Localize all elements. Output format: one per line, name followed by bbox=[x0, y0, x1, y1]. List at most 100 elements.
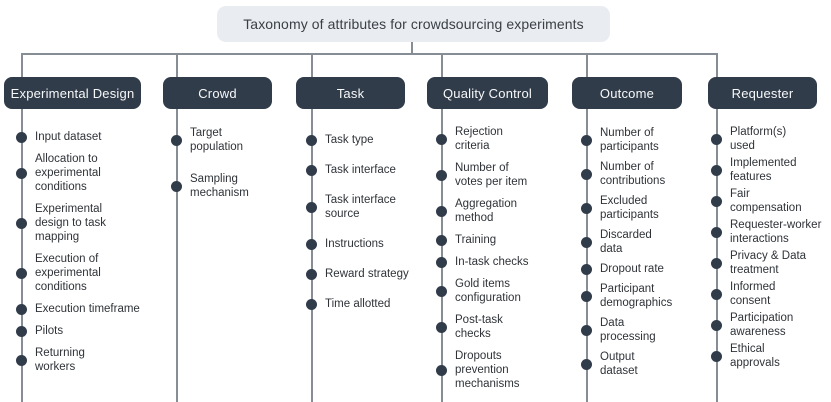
item-label: Informed consent bbox=[730, 281, 776, 307]
taxonomy-item: Dropouts prevention mechanisms bbox=[436, 349, 529, 391]
taxonomy-item: Output dataset bbox=[581, 350, 672, 378]
taxonomy-item: Dropout rate bbox=[581, 262, 672, 276]
item-list-requester: Platform(s) used Implemented features Fa… bbox=[711, 125, 821, 370]
bullet-icon bbox=[581, 168, 592, 180]
item-label: Sampling mechanism bbox=[190, 173, 249, 199]
taxonomy-item: Task type bbox=[306, 133, 409, 147]
bullet-icon bbox=[16, 167, 27, 179]
bullet-icon bbox=[16, 303, 27, 315]
taxonomy-item: Participant demographics bbox=[581, 282, 672, 310]
bullet-icon bbox=[16, 325, 27, 337]
column-header-task: Task bbox=[296, 77, 405, 109]
rail-crowd bbox=[176, 53, 178, 402]
bullet-icon bbox=[436, 256, 447, 268]
taxonomy-item: Data processing bbox=[581, 316, 672, 344]
bullet-icon bbox=[171, 180, 182, 192]
item-label: Execution of experimental conditions bbox=[35, 253, 101, 293]
bullet-icon bbox=[711, 319, 722, 331]
column-header-crowd: Crowd bbox=[163, 77, 272, 109]
taxonomy-item: Number of votes per item bbox=[436, 161, 529, 189]
bullet-icon bbox=[711, 164, 722, 176]
taxonomy-item: Number of contributions bbox=[581, 160, 672, 188]
taxonomy-item: Number of participants bbox=[581, 126, 672, 154]
taxonomy-item: Gold items configuration bbox=[436, 277, 529, 305]
item-label: Dropouts prevention mechanisms bbox=[455, 350, 520, 390]
item-label: Training bbox=[455, 234, 497, 246]
bullet-icon bbox=[16, 131, 27, 143]
rail-task bbox=[311, 53, 313, 402]
item-list-quality-control: Rejection criteria Number of votes per i… bbox=[436, 125, 529, 391]
item-label: Fair compensation bbox=[730, 188, 802, 214]
bullet-icon bbox=[581, 263, 592, 275]
rail-quality-control bbox=[441, 53, 443, 402]
item-label: Data processing bbox=[600, 317, 656, 343]
rail-outcome bbox=[586, 53, 588, 402]
taxonomy-item: Input dataset bbox=[16, 130, 140, 144]
taxonomy-item: Discarded data bbox=[581, 228, 672, 256]
taxonomy-item: Training bbox=[436, 233, 529, 247]
item-label: Aggregation method bbox=[455, 198, 518, 224]
taxonomy-item: Allocation to experimental conditions bbox=[16, 152, 140, 194]
item-label: Number of votes per item bbox=[455, 162, 528, 188]
item-label: Platform(s) used bbox=[730, 126, 787, 152]
branch-line bbox=[21, 53, 718, 55]
bullet-icon bbox=[16, 217, 27, 229]
item-label: Task type bbox=[325, 134, 374, 146]
bullet-icon bbox=[436, 321, 447, 333]
item-label: Number of contributions bbox=[600, 161, 666, 187]
item-label: Input dataset bbox=[35, 131, 102, 143]
taxonomy-item: Post-task checks bbox=[436, 313, 529, 341]
taxonomy-item: Reward strategy bbox=[306, 267, 409, 281]
bullet-icon bbox=[171, 134, 182, 146]
item-label: Excluded participants bbox=[600, 195, 659, 221]
bullet-icon bbox=[711, 226, 722, 238]
bullet-icon bbox=[436, 364, 447, 376]
taxonomy-item: Returning workers bbox=[16, 346, 140, 374]
bullet-icon bbox=[306, 134, 317, 146]
item-label: Task interface source bbox=[325, 194, 396, 220]
bullet-icon bbox=[306, 164, 317, 176]
item-list-task: Task type Task interface Task interface … bbox=[306, 133, 409, 311]
item-label: In-task checks bbox=[455, 256, 529, 268]
bullet-icon bbox=[306, 298, 317, 310]
taxonomy-item: Task interface source bbox=[306, 193, 409, 221]
bullet-icon bbox=[16, 267, 27, 279]
taxonomy-item: Sampling mechanism bbox=[171, 172, 249, 200]
item-label: Allocation to experimental conditions bbox=[35, 153, 101, 193]
taxonomy-item: Time allotted bbox=[306, 297, 409, 311]
taxonomy-item: Aggregation method bbox=[436, 197, 529, 225]
item-list-experimental-design: Input dataset Allocation to experimental… bbox=[16, 130, 140, 374]
item-list-outcome: Number of participants Number of contrib… bbox=[581, 126, 672, 378]
bullet-icon bbox=[581, 358, 592, 370]
column-header-outcome: Outcome bbox=[572, 77, 682, 109]
taxonomy-item: Requester-worker interactions bbox=[711, 218, 821, 246]
item-list-crowd: Target population Sampling mechanism bbox=[171, 126, 249, 200]
bullet-icon bbox=[306, 268, 317, 280]
taxonomy-item: Participation awareness bbox=[711, 311, 821, 339]
item-label: Privacy & Data treatment bbox=[730, 250, 807, 276]
taxonomy-item: In-task checks bbox=[436, 255, 529, 269]
bullet-icon bbox=[436, 205, 447, 217]
taxonomy-item: Execution of experimental conditions bbox=[16, 252, 140, 294]
bullet-icon bbox=[581, 202, 592, 214]
taxonomy-item: Platform(s) used bbox=[711, 125, 821, 153]
bullet-icon bbox=[711, 257, 722, 269]
bullet-icon bbox=[306, 238, 317, 250]
item-label: Ethical approvals bbox=[730, 343, 780, 369]
bullet-icon bbox=[581, 290, 592, 302]
taxonomy-item: Implemented features bbox=[711, 156, 821, 184]
taxonomy-item: Pilots bbox=[16, 324, 140, 338]
bullet-icon bbox=[436, 169, 447, 181]
taxonomy-item: Privacy & Data treatment bbox=[711, 249, 821, 277]
taxonomy-title: Taxonomy of attributes for crowdsourcing… bbox=[217, 6, 610, 42]
bullet-icon bbox=[581, 236, 592, 248]
bullet-icon bbox=[581, 324, 592, 336]
item-label: Target population bbox=[190, 127, 244, 153]
item-label: Discarded data bbox=[600, 229, 652, 255]
item-label: Post-task checks bbox=[455, 314, 503, 340]
bullet-icon bbox=[581, 134, 592, 146]
item-label: Gold items configuration bbox=[455, 278, 521, 304]
item-label: Pilots bbox=[35, 325, 64, 337]
bullet-icon bbox=[711, 195, 722, 207]
